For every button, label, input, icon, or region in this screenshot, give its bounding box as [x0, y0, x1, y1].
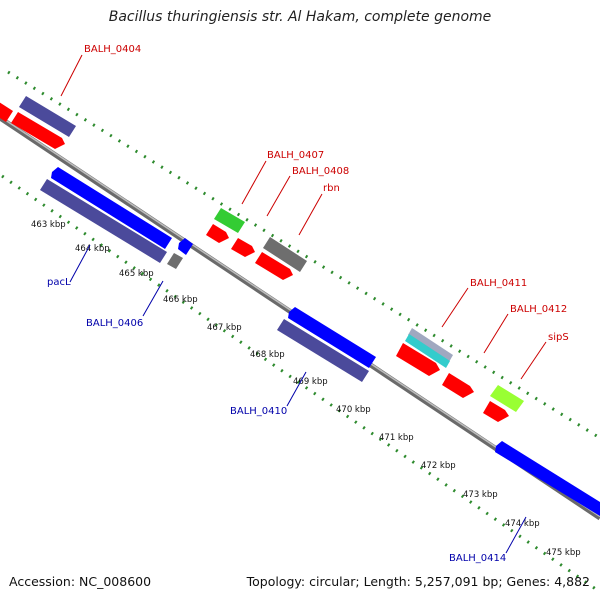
- gene-feature[interactable]: [214, 208, 245, 233]
- gene-label[interactable]: BALH_0411: [470, 278, 527, 289]
- gene-feature[interactable]: [178, 238, 193, 255]
- scale-label: 473 kbp: [463, 490, 498, 500]
- gene-feature[interactable]: [0, 100, 13, 122]
- scale-label: 475 kbp: [546, 548, 581, 558]
- label-leader: [505, 516, 527, 554]
- reverse-genes: [40, 167, 600, 516]
- forward-gene-labels: BALH_0404 BALH_0407 BALH_0408 rbn BALH_0…: [60, 44, 569, 380]
- gene-feature[interactable]: [11, 112, 65, 149]
- gene-label[interactable]: sipS: [548, 332, 569, 343]
- label-leader: [142, 280, 164, 317]
- inner-tick-ring: [1, 174, 600, 594]
- gene-feature[interactable]: [40, 179, 167, 263]
- gene-feature[interactable]: [19, 96, 76, 137]
- label-leader: [298, 193, 323, 236]
- accession-text: Accession: NC_008600: [9, 574, 152, 589]
- gene-feature[interactable]: [51, 167, 172, 249]
- label-leader: [286, 371, 307, 407]
- label-leader: [241, 160, 267, 205]
- gene-label[interactable]: BALH_0406: [86, 318, 143, 329]
- scale-label: 467 kbp: [207, 323, 242, 333]
- gene-label[interactable]: BALH_0412: [510, 304, 567, 315]
- gene-label[interactable]: BALH_0410: [230, 406, 287, 417]
- scale-label: 470 kbp: [336, 405, 371, 415]
- gene-label[interactable]: BALH_0408: [292, 166, 349, 177]
- scale-label: 469 kbp: [293, 377, 328, 387]
- map-title: Bacillus thuringiensis str. Al Hakam, co…: [108, 9, 492, 25]
- scale-label: 468 kbp: [250, 350, 285, 360]
- forward-genes: [0, 96, 524, 422]
- gene-label[interactable]: rbn: [323, 183, 340, 194]
- gene-feature[interactable]: [442, 373, 474, 398]
- scale-label: 472 kbp: [421, 461, 456, 471]
- gene-feature[interactable]: [483, 401, 509, 422]
- gene-feature[interactable]: [231, 238, 255, 257]
- gene-label[interactable]: BALH_0407: [267, 150, 324, 161]
- gene-feature[interactable]: [490, 385, 524, 412]
- reverse-gene-labels: pacL BALH_0406 BALH_0410 BALH_0414: [47, 244, 527, 564]
- gene-feature[interactable]: [167, 253, 183, 269]
- outer-tick-ring: [7, 70, 600, 440]
- scale-label: 463 kbp: [31, 220, 66, 230]
- scale-label: 471 kbp: [379, 433, 414, 443]
- gene-feature[interactable]: [263, 237, 307, 272]
- gene-feature[interactable]: [495, 441, 600, 516]
- label-leader: [69, 244, 91, 283]
- gene-feature[interactable]: [206, 224, 229, 243]
- label-leader: [60, 54, 83, 97]
- scale-label: 464 kbp: [75, 244, 110, 254]
- gene-label[interactable]: pacL: [47, 277, 71, 288]
- label-leader: [266, 175, 291, 217]
- label-leader: [483, 313, 509, 354]
- gene-feature[interactable]: [255, 252, 293, 280]
- tick-rings: [1, 70, 600, 594]
- scale-label: 465 kbp: [119, 269, 154, 279]
- genome-summary-text: Topology: circular; Length: 5,257,091 bp…: [246, 574, 590, 589]
- gene-feature[interactable]: [405, 334, 450, 368]
- gene-feature[interactable]: [408, 328, 453, 362]
- gene-label[interactable]: BALH_0414: [449, 553, 506, 564]
- gene-feature[interactable]: [288, 307, 376, 368]
- gene-feature[interactable]: [277, 319, 369, 382]
- scale-label: 466 kbp: [163, 295, 198, 305]
- gene-feature[interactable]: [396, 343, 440, 376]
- label-leader: [441, 287, 469, 328]
- gene-label[interactable]: BALH_0404: [84, 44, 141, 55]
- label-leader: [520, 341, 547, 380]
